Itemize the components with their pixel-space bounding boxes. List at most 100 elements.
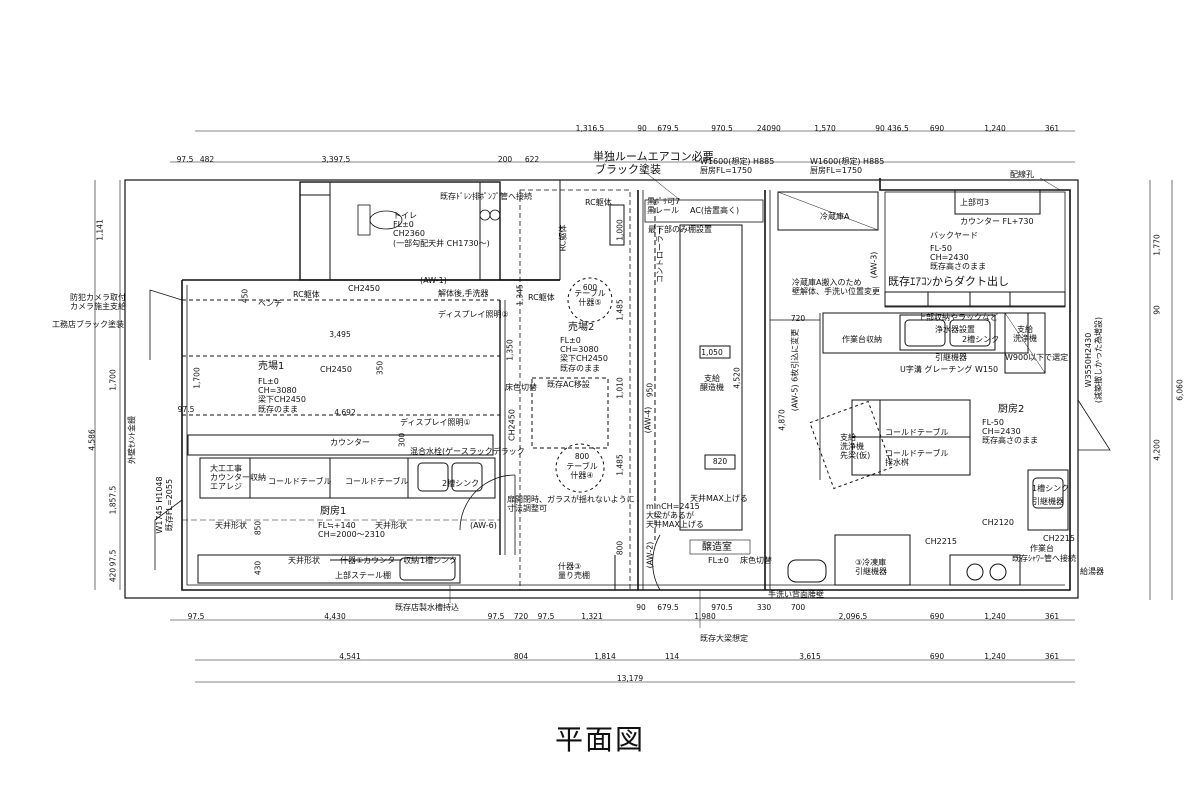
room-backyard-spec: FL-50 CH=2430 既存高さのまま xyxy=(930,244,986,272)
room-sales2: 売場2 xyxy=(568,322,595,333)
note-exterior-wall: 外壁ｾﾒﾝﾄ金鏝 xyxy=(127,416,137,464)
label-aw2: (AW-2) xyxy=(645,541,655,569)
dim-bottom: 4,430 xyxy=(324,612,346,621)
dim-left: 1,857.5 xyxy=(108,485,118,515)
dim-bottom: 700 xyxy=(790,603,806,612)
dim-top: 97.5 xyxy=(176,155,194,164)
note-ceiling-shape: 天井形状 xyxy=(288,556,320,565)
dim-bottom: 13,179 xyxy=(616,674,644,683)
dim-top: 482 xyxy=(199,155,215,164)
dim-600: 600 xyxy=(582,283,598,292)
label-fixture3: 什器③ 量り売棚 xyxy=(558,562,590,581)
dim-bottom: 4,541 xyxy=(339,652,361,661)
note-display-light2: ディスプレイ照明② xyxy=(438,310,509,319)
note-beam: minCH=2415 大梁があるが 天井MAX上げる xyxy=(646,502,704,530)
dim-bottom: 97.5 xyxy=(537,612,555,621)
room-brewery: 醸造室 xyxy=(702,542,732,553)
dim-top: 1,316.5 xyxy=(575,124,605,133)
label-fridge-a: 冷蔵庫A xyxy=(820,212,850,221)
label-supply-wash: 支給 洗浄機 先梁(仮) xyxy=(840,433,871,461)
note-contractor-black: 工務店ブラック塗装 xyxy=(52,320,124,329)
dim-bottom: 3,615 xyxy=(799,652,821,661)
label-sink1: 1槽シンク xyxy=(420,556,458,565)
room-brewery-fl: FL±0 xyxy=(708,556,729,565)
dim-top: 1,240 xyxy=(984,124,1006,133)
dim-800: 800 xyxy=(615,540,625,556)
dim-top: 90 xyxy=(875,124,885,133)
dim-right: 4,200 xyxy=(1152,439,1162,461)
fixture1-block xyxy=(197,554,461,584)
inner-wall-outline xyxy=(181,178,1071,591)
dim-1000: 1,000 xyxy=(615,219,625,241)
room-backyard: バックヤード xyxy=(930,231,978,240)
note-upper-shelf: 最下部のみ棚設置 xyxy=(648,225,712,234)
label-table5: テーブル 什器⑤ xyxy=(574,289,606,308)
note-demolish-sink: 解体後,手洗器 xyxy=(438,289,489,298)
note-existing-ac: 既存AC移設 xyxy=(547,380,590,389)
counter-top xyxy=(187,434,494,456)
note-glass: 扉開閉時、ガラスが揺れないように 寸法調整可 xyxy=(507,495,635,514)
dishwasher-unit xyxy=(1004,312,1046,374)
dim-820: 820 xyxy=(712,457,728,466)
dim-bottom: 690 xyxy=(929,612,945,621)
label-freezer: ③冷凍庫 引継機器 xyxy=(855,558,887,577)
label-water-heater: 給湯器 xyxy=(1080,567,1104,576)
dim-bottom: 679.5 xyxy=(657,603,679,612)
dim-top: 970.5 xyxy=(711,124,733,133)
label-aw4: (AW-4) xyxy=(643,406,653,434)
dim-300: 300 xyxy=(397,432,407,448)
note-upper-steel: 上部ステール棚 xyxy=(335,571,391,580)
drawing-title: 平面図 xyxy=(554,723,646,756)
label-cold-table: コールドテーブル 排水桝 xyxy=(885,449,949,468)
note-faucet-rack: 混合水栓(ゲースラックデラック xyxy=(410,447,525,456)
dim-left: 450 xyxy=(240,288,250,304)
label-ch2120: CH2120 xyxy=(982,518,1014,527)
note-ceiling-shape: 天井形状 xyxy=(215,521,247,530)
dim-bottom: 97.5 xyxy=(487,612,505,621)
note-display-light1: ディスプレイ照明① xyxy=(400,418,471,427)
note-window-spec: W1745 H1048 既存FL=2055 xyxy=(155,476,174,534)
note-wash-back: 手洗い背面腰壁 xyxy=(768,590,824,599)
dim-bottom: 804 xyxy=(513,652,529,661)
dim-350: 350 xyxy=(375,360,385,376)
dim-left: 4,586 xyxy=(87,429,97,451)
dim-left: 97.5 xyxy=(108,549,118,567)
dim-top: 361 xyxy=(1044,124,1060,133)
note-floor-sep: 床色切替 xyxy=(740,556,772,565)
note-upper-ok3: 上部可3 xyxy=(960,198,990,207)
label-aw6: (AW-6) xyxy=(470,521,497,530)
label-cold-table: コールドテーブル xyxy=(345,477,409,486)
label-counter: カウンター xyxy=(330,438,370,447)
room-kitchen1: 厨房1 xyxy=(320,506,347,517)
dim-850: 850 xyxy=(253,520,263,536)
note-ceiling-shape: 天井形状 xyxy=(375,521,407,530)
dim-top: 436.5 xyxy=(887,124,909,133)
dim-right: 1,770 xyxy=(1152,234,1162,256)
dim-bottom: 720 xyxy=(513,612,529,621)
dim-left: 1,141 xyxy=(95,219,105,241)
dim-4870: 4,870 xyxy=(777,409,787,431)
note-security-cam: 防犯カメラ取付 カメラ施主支給 xyxy=(70,293,126,312)
note-ceiling-max: 天井MAX上げる xyxy=(690,494,748,503)
note-fridge-move: 冷蔵庫A搬入のため 壁解体、手洗い位置変更 xyxy=(792,278,880,297)
kitchen1-counter xyxy=(199,457,496,499)
note-w1600-a: W1600(想定) H885 厨房FL=1750 xyxy=(700,157,775,176)
room-kitchen2: 厨房2 xyxy=(998,404,1025,415)
label-device2: 引継機器 xyxy=(1032,497,1064,506)
label-ch2215: CH2215 xyxy=(925,537,957,546)
note-existing-pipe: 既存ｼｬﾜｰ管へ接続 xyxy=(1012,554,1076,563)
note-u-groove: U字溝 グレーチング W150 xyxy=(900,365,999,374)
dim-top: 240 xyxy=(756,124,772,133)
kitchen2-counter xyxy=(822,312,1029,354)
dim-top: 1,570 xyxy=(814,124,836,133)
note-rail: 黒ﾎﾟﾘ可7 黒レール xyxy=(647,197,681,216)
dim-430: 430 xyxy=(253,560,263,576)
dim-1345: 1,345 xyxy=(515,284,525,306)
label-cabinet-store: 作業台収納 xyxy=(842,335,882,344)
note-existing-tank: 既存店製水槽持込 xyxy=(395,603,459,612)
label-table4: テーブル 什器④ xyxy=(566,462,598,481)
dim-1485: 1,485 xyxy=(615,299,625,321)
label-sink1b: 1槽シンク xyxy=(1032,484,1070,493)
label-sink2b: 2槽シンク xyxy=(962,335,1000,344)
dim-bottom: 1,814 xyxy=(594,652,616,661)
